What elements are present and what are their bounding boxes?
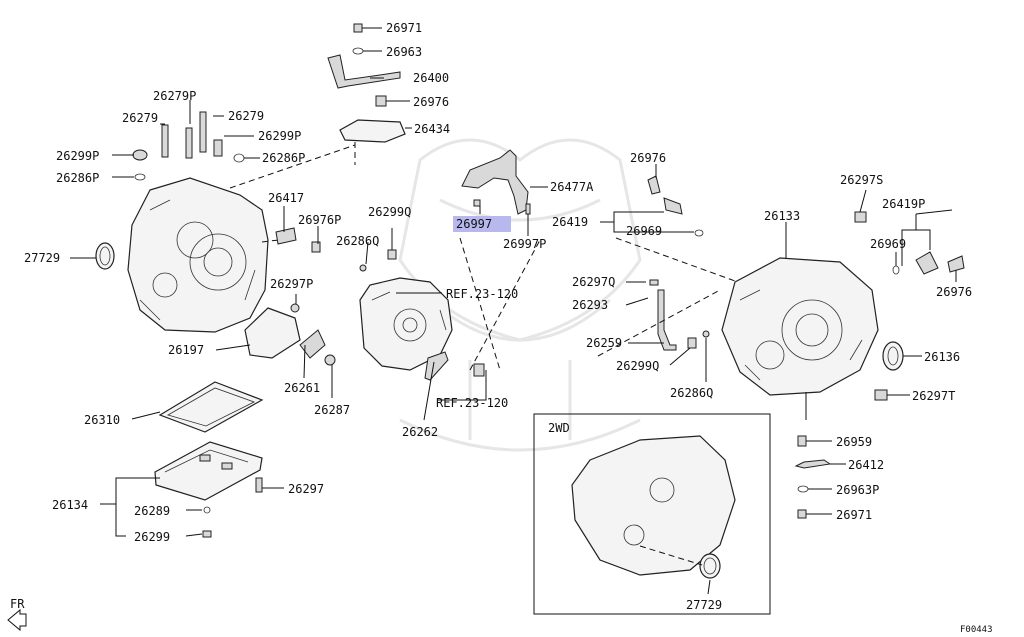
part-label: 26133	[764, 209, 800, 223]
part-label: 26197	[168, 343, 204, 357]
ref-label: REF.23-120	[446, 287, 518, 301]
part-label: 26997P	[503, 237, 546, 251]
2wd-inset	[533, 413, 771, 615]
part-label: 26963	[386, 45, 422, 59]
part-label: 26286Q	[336, 234, 379, 248]
part-label: 26259	[586, 336, 622, 350]
part-label: 26419P	[882, 197, 925, 211]
part-label: 26299P	[56, 149, 99, 163]
inset-title: 2WD	[548, 421, 570, 435]
center-housing-drawing	[359, 237, 541, 381]
top-center-parts	[327, 23, 406, 165]
part-label: 26299Q	[368, 205, 411, 219]
front-label: FR	[10, 597, 25, 611]
part-label: 26976	[413, 95, 449, 109]
part-label: 27729	[24, 251, 60, 265]
front-arrow	[7, 608, 27, 632]
part-label: 26417	[268, 191, 304, 205]
part-label: 26297Q	[572, 275, 615, 289]
part-label: 26287	[314, 403, 350, 417]
part-label: 26412	[848, 458, 884, 472]
pipe-assembly-drawing	[461, 149, 531, 215]
right-column-parts	[794, 435, 832, 519]
part-label: 26261	[284, 381, 320, 395]
part-label: 26297S	[840, 173, 883, 187]
part-label: 26297	[288, 482, 324, 496]
part-label: 26400	[413, 71, 449, 85]
part-label: 26310	[84, 413, 120, 427]
part-label: 26959	[836, 435, 872, 449]
part-label: 26976P	[298, 213, 341, 227]
part-label: 26293	[572, 298, 608, 312]
part-label: 26434	[414, 122, 450, 136]
part-label: 26477A	[550, 180, 594, 194]
figure-code: F00443	[960, 625, 993, 635]
part-label: 26286Q	[670, 386, 713, 400]
part-label: 26262	[402, 425, 438, 439]
part-label: 27729	[686, 598, 722, 612]
left-case-drawing	[127, 144, 356, 333]
part-label: 26134	[52, 498, 88, 512]
highlighted-part-label: 26997	[456, 217, 492, 231]
leader-lines	[70, 27, 957, 595]
part-label: 26971	[836, 508, 872, 522]
part-label: 26419	[552, 215, 588, 229]
part-label: 26286P	[262, 151, 305, 165]
part-label: 26976	[936, 285, 972, 299]
part-label: 26299	[134, 530, 170, 544]
part-label: 26976	[630, 151, 666, 165]
highlight-box	[453, 216, 511, 232]
mid-right-small-parts	[597, 175, 761, 357]
part-label: 26299P	[258, 129, 301, 143]
part-label: 26969	[870, 237, 906, 251]
part-label: 26297T	[912, 389, 955, 403]
part-label: 26969	[626, 224, 662, 238]
part-labels: 26971 26963 26400 26976 26434 26279P 262…	[10, 21, 993, 635]
part-label: 26279	[122, 111, 158, 125]
part-label: 26289	[134, 504, 170, 518]
part-label: 26297P	[270, 277, 313, 291]
part-label: 26971	[386, 21, 422, 35]
part-label: 26279	[228, 109, 264, 123]
right-case-drawing	[721, 211, 965, 401]
watermark	[398, 138, 642, 452]
valve-body-lower-drawing	[244, 307, 336, 366]
part-label: 26963P	[836, 483, 879, 497]
ref-label: REF.23-120	[436, 396, 508, 410]
part-label: 26299Q	[616, 359, 659, 373]
part-label: 26286P	[56, 171, 99, 185]
part-label: 26279P	[153, 89, 196, 103]
oil-pan-drawing	[154, 381, 264, 538]
part-label: 26136	[924, 350, 960, 364]
